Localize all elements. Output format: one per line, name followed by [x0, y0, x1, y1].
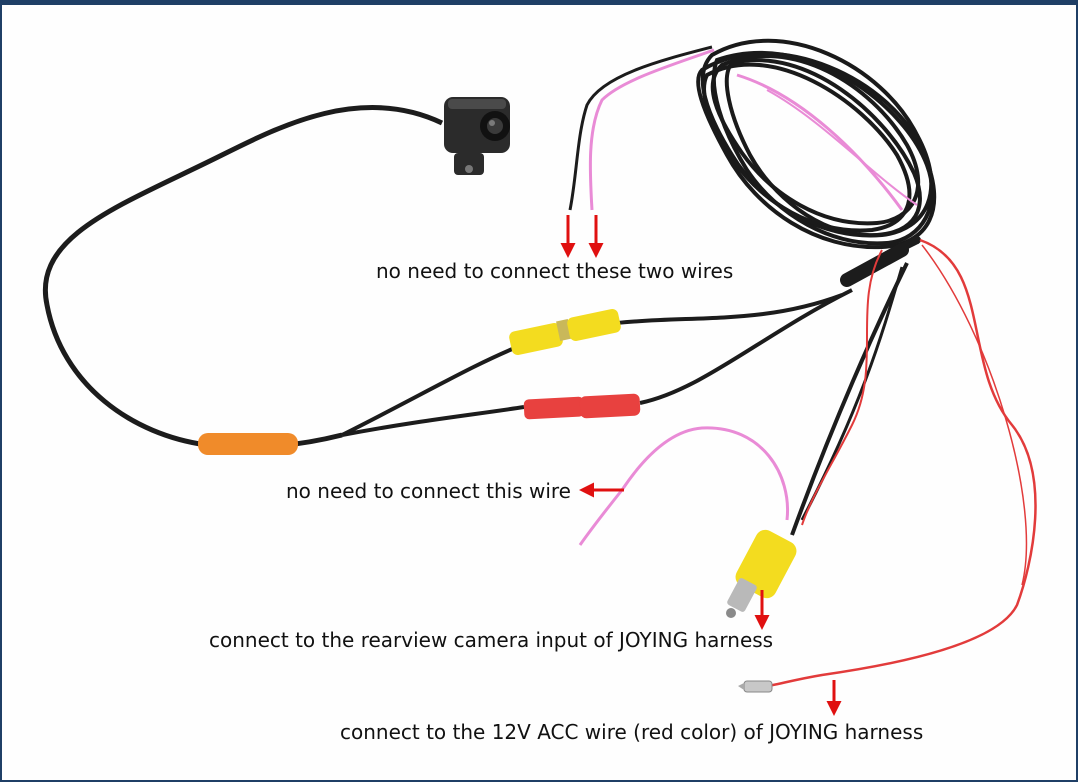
pink-stripe-coil-2: [766, 89, 918, 206]
wiring-illustration: [42, 38, 1037, 716]
acc-pin-terminal: [738, 680, 773, 693]
unused-black-wire: [568, 45, 713, 211]
label-this-wire: no need to connect this wire: [286, 479, 571, 503]
red-acc-wire-lower: [921, 244, 1028, 586]
pink-stripe-coil: [736, 73, 904, 211]
orange-splitter: [198, 433, 298, 455]
red-acc-wire-inner: [801, 249, 883, 526]
unused-pink-loop: [578, 426, 790, 546]
yellow-connector: [509, 308, 621, 356]
video-cable: [341, 343, 523, 437]
unused-pink-wire: [588, 48, 715, 211]
red-connector: [523, 393, 641, 420]
label-acc-wire: connect to the 12V ACC wire (red color) …: [340, 720, 924, 744]
power-cable-2: [639, 288, 853, 405]
red-acc-wire: [761, 238, 1037, 689]
power-cable: [341, 405, 525, 437]
backup-camera-icon: [444, 97, 510, 175]
video-cable-2: [616, 293, 843, 325]
product-photo: no need to connect these two wires no ne…: [2, 5, 1076, 780]
label-rearview-input: connect to the rearview camera input of …: [209, 628, 774, 652]
rca-plug: [726, 529, 797, 618]
label-two-wires: no need to connect these two wires: [376, 259, 734, 283]
cable-coil: [696, 38, 937, 250]
